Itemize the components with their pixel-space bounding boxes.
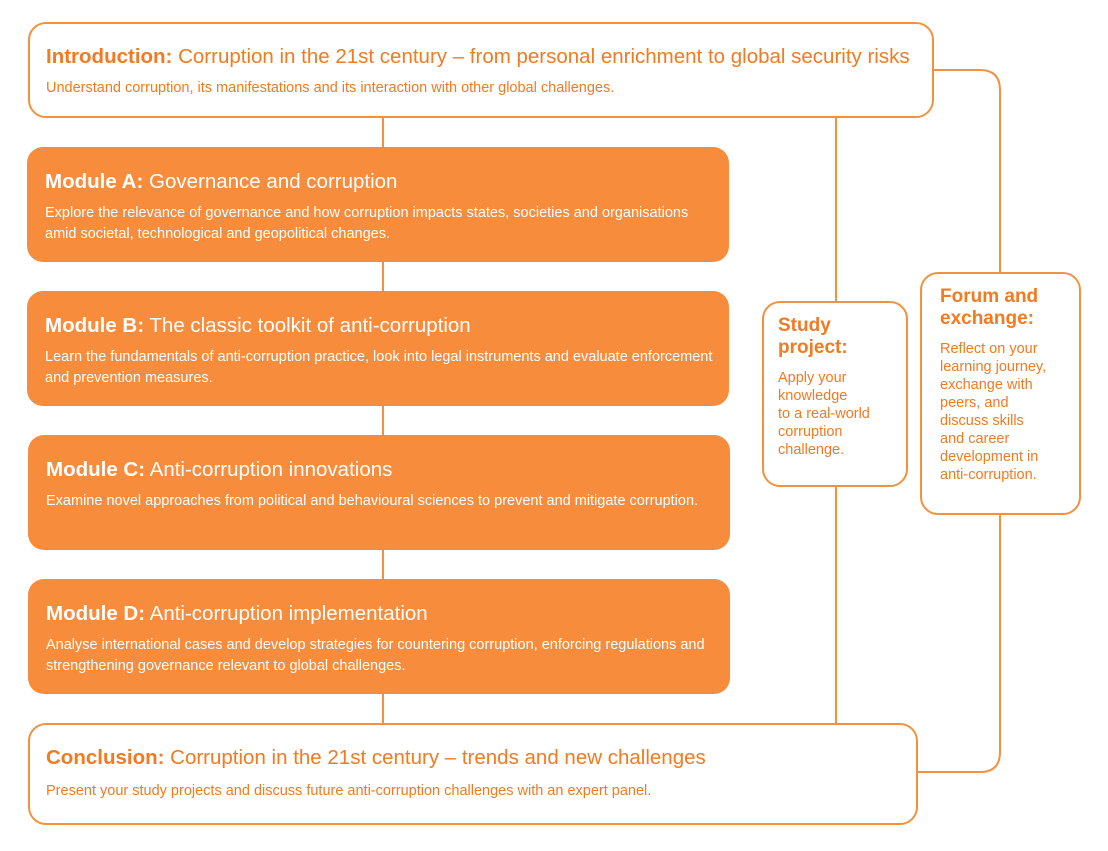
forum-exchange-title: Forum and exchange: [940,286,1079,330]
study-project-description-line: to a real-world [778,406,870,422]
forum-exchange-description-line: and career [940,431,1010,447]
study-project-description: Apply your knowledge to a real-world cor… [778,369,906,459]
module-b-heading: Module B: The classic toolkit of anti-co… [45,313,729,339]
module-c-description: Examine novel approaches from political … [46,493,699,509]
module-a-label: Module A: [45,170,144,193]
forum-exchange-title-line: exchange: [940,308,1034,329]
forum-exchange-description-line: peers, and [940,395,1009,411]
module-a-title: Governance and corruption [149,170,398,193]
module-b-box: Module B: The classic toolkit of anti-co… [27,291,729,406]
forum-exchange-description-line: discuss skills [940,413,1024,429]
module-d-title: Anti-corruption implementation [149,602,428,625]
module-c-heading: Module C: Anti-corruption innovations [46,457,730,483]
conclusion-title: Corruption in the 21st century – trends … [170,746,706,769]
forum-exchange-description-line: anti-corruption. [940,467,1037,483]
module-d-label: Module D: [46,602,146,625]
module-c-box: Module C: Anti-corruption innovations Ex… [28,435,730,550]
study-project-title: Study project: [778,315,906,359]
module-b-label: Module B: [45,314,145,337]
forum-exchange-title-line: Forum and [940,286,1039,307]
conclusion-label: Conclusion: [46,746,165,769]
module-a-heading: Module A: Governance and corruption [45,169,729,195]
module-a-box: Module A: Governance and corruption Expl… [27,147,729,262]
module-d-box: Module D: Anti-corruption implementation… [28,579,730,694]
study-project-title-line: project: [778,337,848,358]
conclusion-heading: Conclusion: Corruption in the 21st centu… [46,745,916,771]
introduction-box: Introduction: Corruption in the 21st cen… [28,22,934,118]
study-project-title-line: Study [778,315,831,336]
forum-exchange-description-line: learning journey, [940,359,1047,375]
introduction-title: Corruption in the 21st century – from pe… [178,45,910,68]
module-d-heading: Module D: Anti-corruption implementation [46,601,730,627]
forum-exchange-description-line: development in [940,449,1039,465]
study-project-description-line: knowledge [778,388,848,404]
forum-exchange-description-line: exchange with [940,377,1033,393]
study-project-description-line: Apply your [778,370,847,386]
module-a-description: Explore the relevance of governance and … [45,205,689,242]
study-project-description-line: challenge. [778,442,845,458]
forum-exchange-box: Forum and exchange: Reflect on your lear… [920,272,1081,515]
module-d-description: Analyse international cases and develop … [46,637,705,674]
introduction-label: Introduction: [46,45,173,68]
forum-exchange-description: Reflect on your learning journey, exchan… [940,340,1079,484]
study-project-box: Study project: Apply your knowledge to a… [762,301,908,487]
introduction-description: Understand corruption, its manifestation… [46,80,615,96]
conclusion-box: Conclusion: Corruption in the 21st centu… [28,723,918,825]
introduction-heading: Introduction: Corruption in the 21st cen… [46,44,932,70]
module-c-title: Anti-corruption innovations [149,458,393,481]
conclusion-description: Present your study projects and discuss … [46,783,652,799]
study-project-description-line: corruption [778,424,843,440]
module-c-label: Module C: [46,458,146,481]
module-b-description: Learn the fundamentals of anti-corruptio… [45,349,713,386]
module-b-title: The classic toolkit of anti-corruption [149,314,471,337]
forum-exchange-description-line: Reflect on your [940,341,1038,357]
